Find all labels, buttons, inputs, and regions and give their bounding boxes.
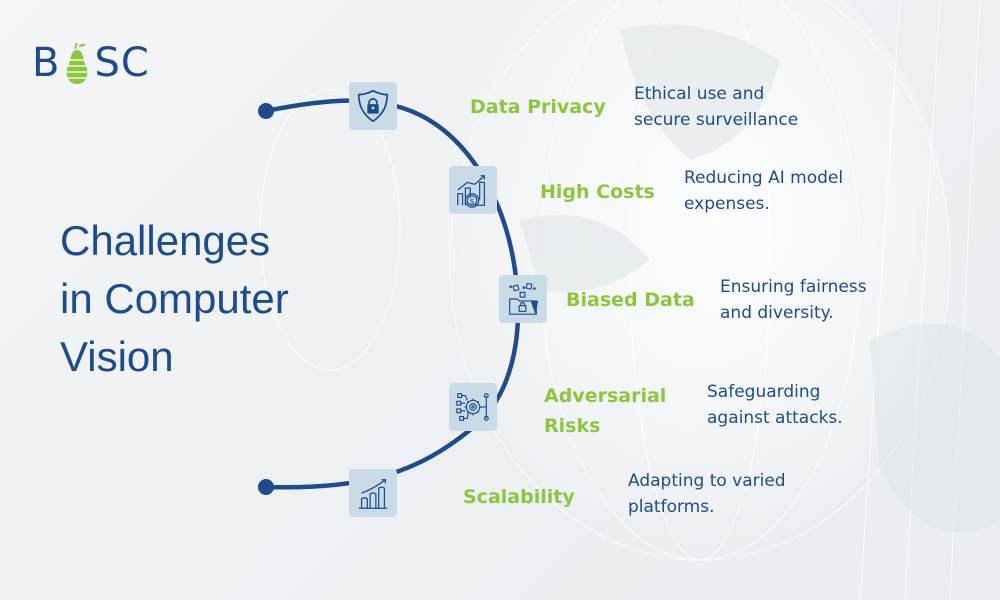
title-line-2: in Computer — [60, 275, 289, 322]
desc-line: Ethical use and — [634, 84, 765, 104]
desc-line: against attacks. — [707, 408, 843, 428]
desc-line: Safeguarding — [707, 382, 821, 402]
icon-box-biased-data — [499, 275, 547, 323]
title-line-3: Vision — [60, 333, 174, 380]
icon-box-data-privacy — [349, 82, 397, 130]
cost-growth-icon: $ — [457, 175, 486, 208]
icon-box-scalability — [349, 469, 397, 517]
page-title: Challenges in Computer Vision — [60, 212, 380, 386]
title-line-1: Challenges — [60, 217, 271, 264]
bosc-logo: B SC — [32, 38, 150, 88]
gear-network-icon — [456, 393, 489, 421]
challenge-label-adversarial-risks: Adversarial Risks — [544, 381, 666, 441]
icon-box-high-costs: $ — [449, 166, 497, 214]
challenge-desc-biased-data: Ensuring fairness and diversity. — [720, 274, 867, 326]
challenge-desc-data-privacy: Ethical use and secure surveillance — [634, 81, 798, 133]
label-line: Adversarial — [544, 385, 667, 407]
icon-box-adversarial-risks — [449, 383, 497, 431]
timeline-start-dot — [258, 103, 274, 119]
desc-line: platforms. — [628, 497, 715, 517]
pear-icon — [61, 40, 93, 86]
challenge-desc-high-costs: Reducing AI model expenses. — [684, 165, 843, 217]
challenge-label-biased-data: Biased Data — [566, 289, 695, 311]
desc-line: expenses. — [684, 194, 770, 214]
logo-text-left: B — [32, 40, 61, 86]
data-folder-icon — [509, 282, 539, 315]
challenge-label-high-costs: High Costs — [540, 181, 655, 203]
challenge-label-data-privacy: Data Privacy — [470, 96, 606, 118]
desc-line: Adapting to varied — [628, 471, 786, 491]
svg-text:$: $ — [470, 197, 475, 206]
desc-line: and diversity. — [720, 303, 834, 323]
bar-chart-growth-icon — [358, 479, 388, 509]
timeline-end-dot — [258, 479, 274, 495]
label-line: Risks — [544, 415, 601, 437]
challenge-label-scalability: Scalability — [463, 486, 575, 508]
logo-text-right: SC — [94, 40, 150, 86]
desc-line: Ensuring fairness — [720, 277, 867, 297]
desc-line: Reducing AI model — [684, 168, 844, 188]
challenge-desc-scalability: Adapting to varied platforms. — [628, 468, 786, 520]
desc-line: secure surveillance — [634, 110, 799, 130]
shield-lock-icon — [357, 89, 389, 123]
challenge-desc-adversarial-risks: Safeguarding against attacks. — [707, 379, 843, 431]
